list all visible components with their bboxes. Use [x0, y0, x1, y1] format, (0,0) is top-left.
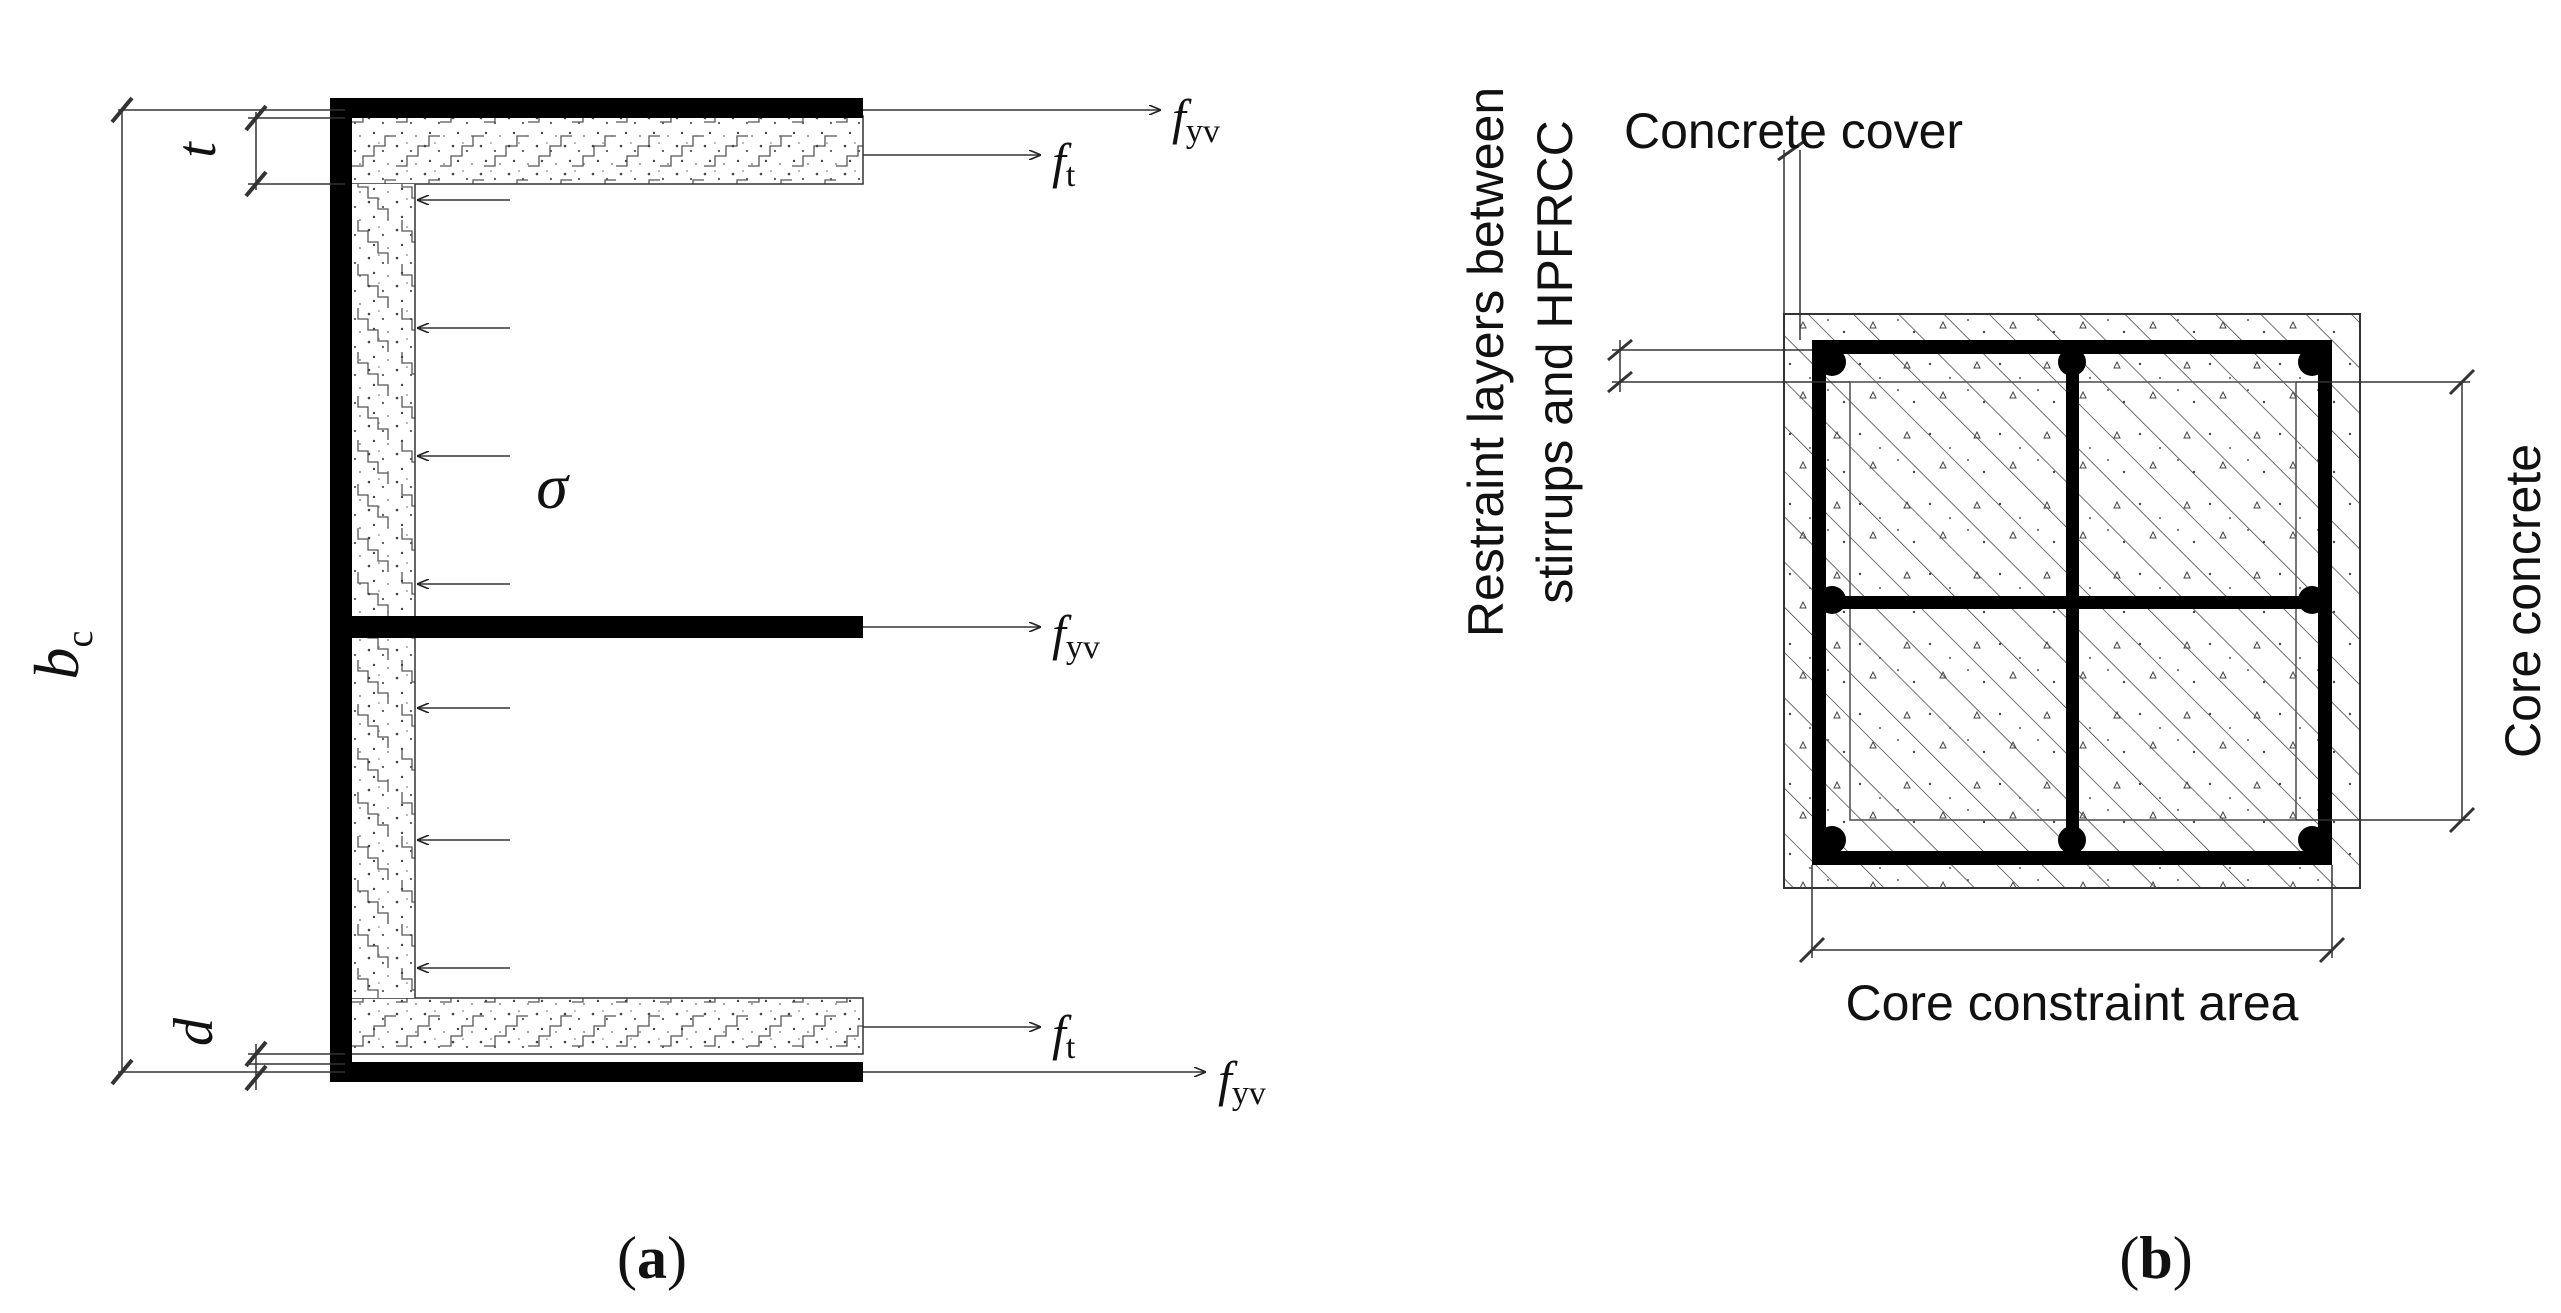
label-ft-bottom: ft	[1052, 1005, 1076, 1066]
label-bc: bc	[21, 631, 101, 680]
hpfrcc-vertical-lower	[345, 638, 416, 998]
dimension-lines-a	[110, 96, 345, 1092]
caption-a: (a)	[617, 1225, 687, 1291]
label-core-concrete: Core concrete	[2495, 444, 2551, 758]
hpfrcc-vertical-upper	[345, 184, 416, 616]
label-restraint-layers: Restraint layers between stirrups and HP…	[1458, 87, 1583, 637]
label-fyv-bottom: fyv	[1218, 1051, 1266, 1112]
hpfrcc-top-strip	[344, 115, 864, 185]
label-fyv-top: fyv	[1172, 89, 1220, 150]
dimension-lines-b	[1607, 138, 2476, 964]
label-sigma: σ	[536, 451, 570, 522]
label-ft-top: ft	[1052, 133, 1076, 194]
label-fyv-middle: fyv	[1052, 605, 1100, 666]
panel-a: t d bc σ fyv ft fyv ft fyv (a)	[21, 89, 1266, 1291]
stirrup-a	[330, 98, 863, 1082]
sigma-arrows	[418, 200, 510, 968]
force-arrows	[863, 110, 1205, 1072]
label-concrete-cover: Concrete cover	[1624, 103, 1963, 159]
hpfrcc-bottom-strip	[344, 997, 864, 1055]
label-restraint-line2: stirrups and HPFRCC	[1527, 120, 1583, 603]
label-restraint-line1: Restraint layers between	[1458, 87, 1514, 637]
longitudinal-bars	[1818, 348, 2326, 854]
label-t: t	[166, 141, 228, 158]
panel-b: Concrete cover Restraint layers between …	[1458, 87, 2551, 1291]
label-core-constraint-area: Core constraint area	[1845, 975, 2298, 1031]
caption-b: (b)	[2119, 1225, 2192, 1291]
label-d: d	[163, 1017, 225, 1046]
